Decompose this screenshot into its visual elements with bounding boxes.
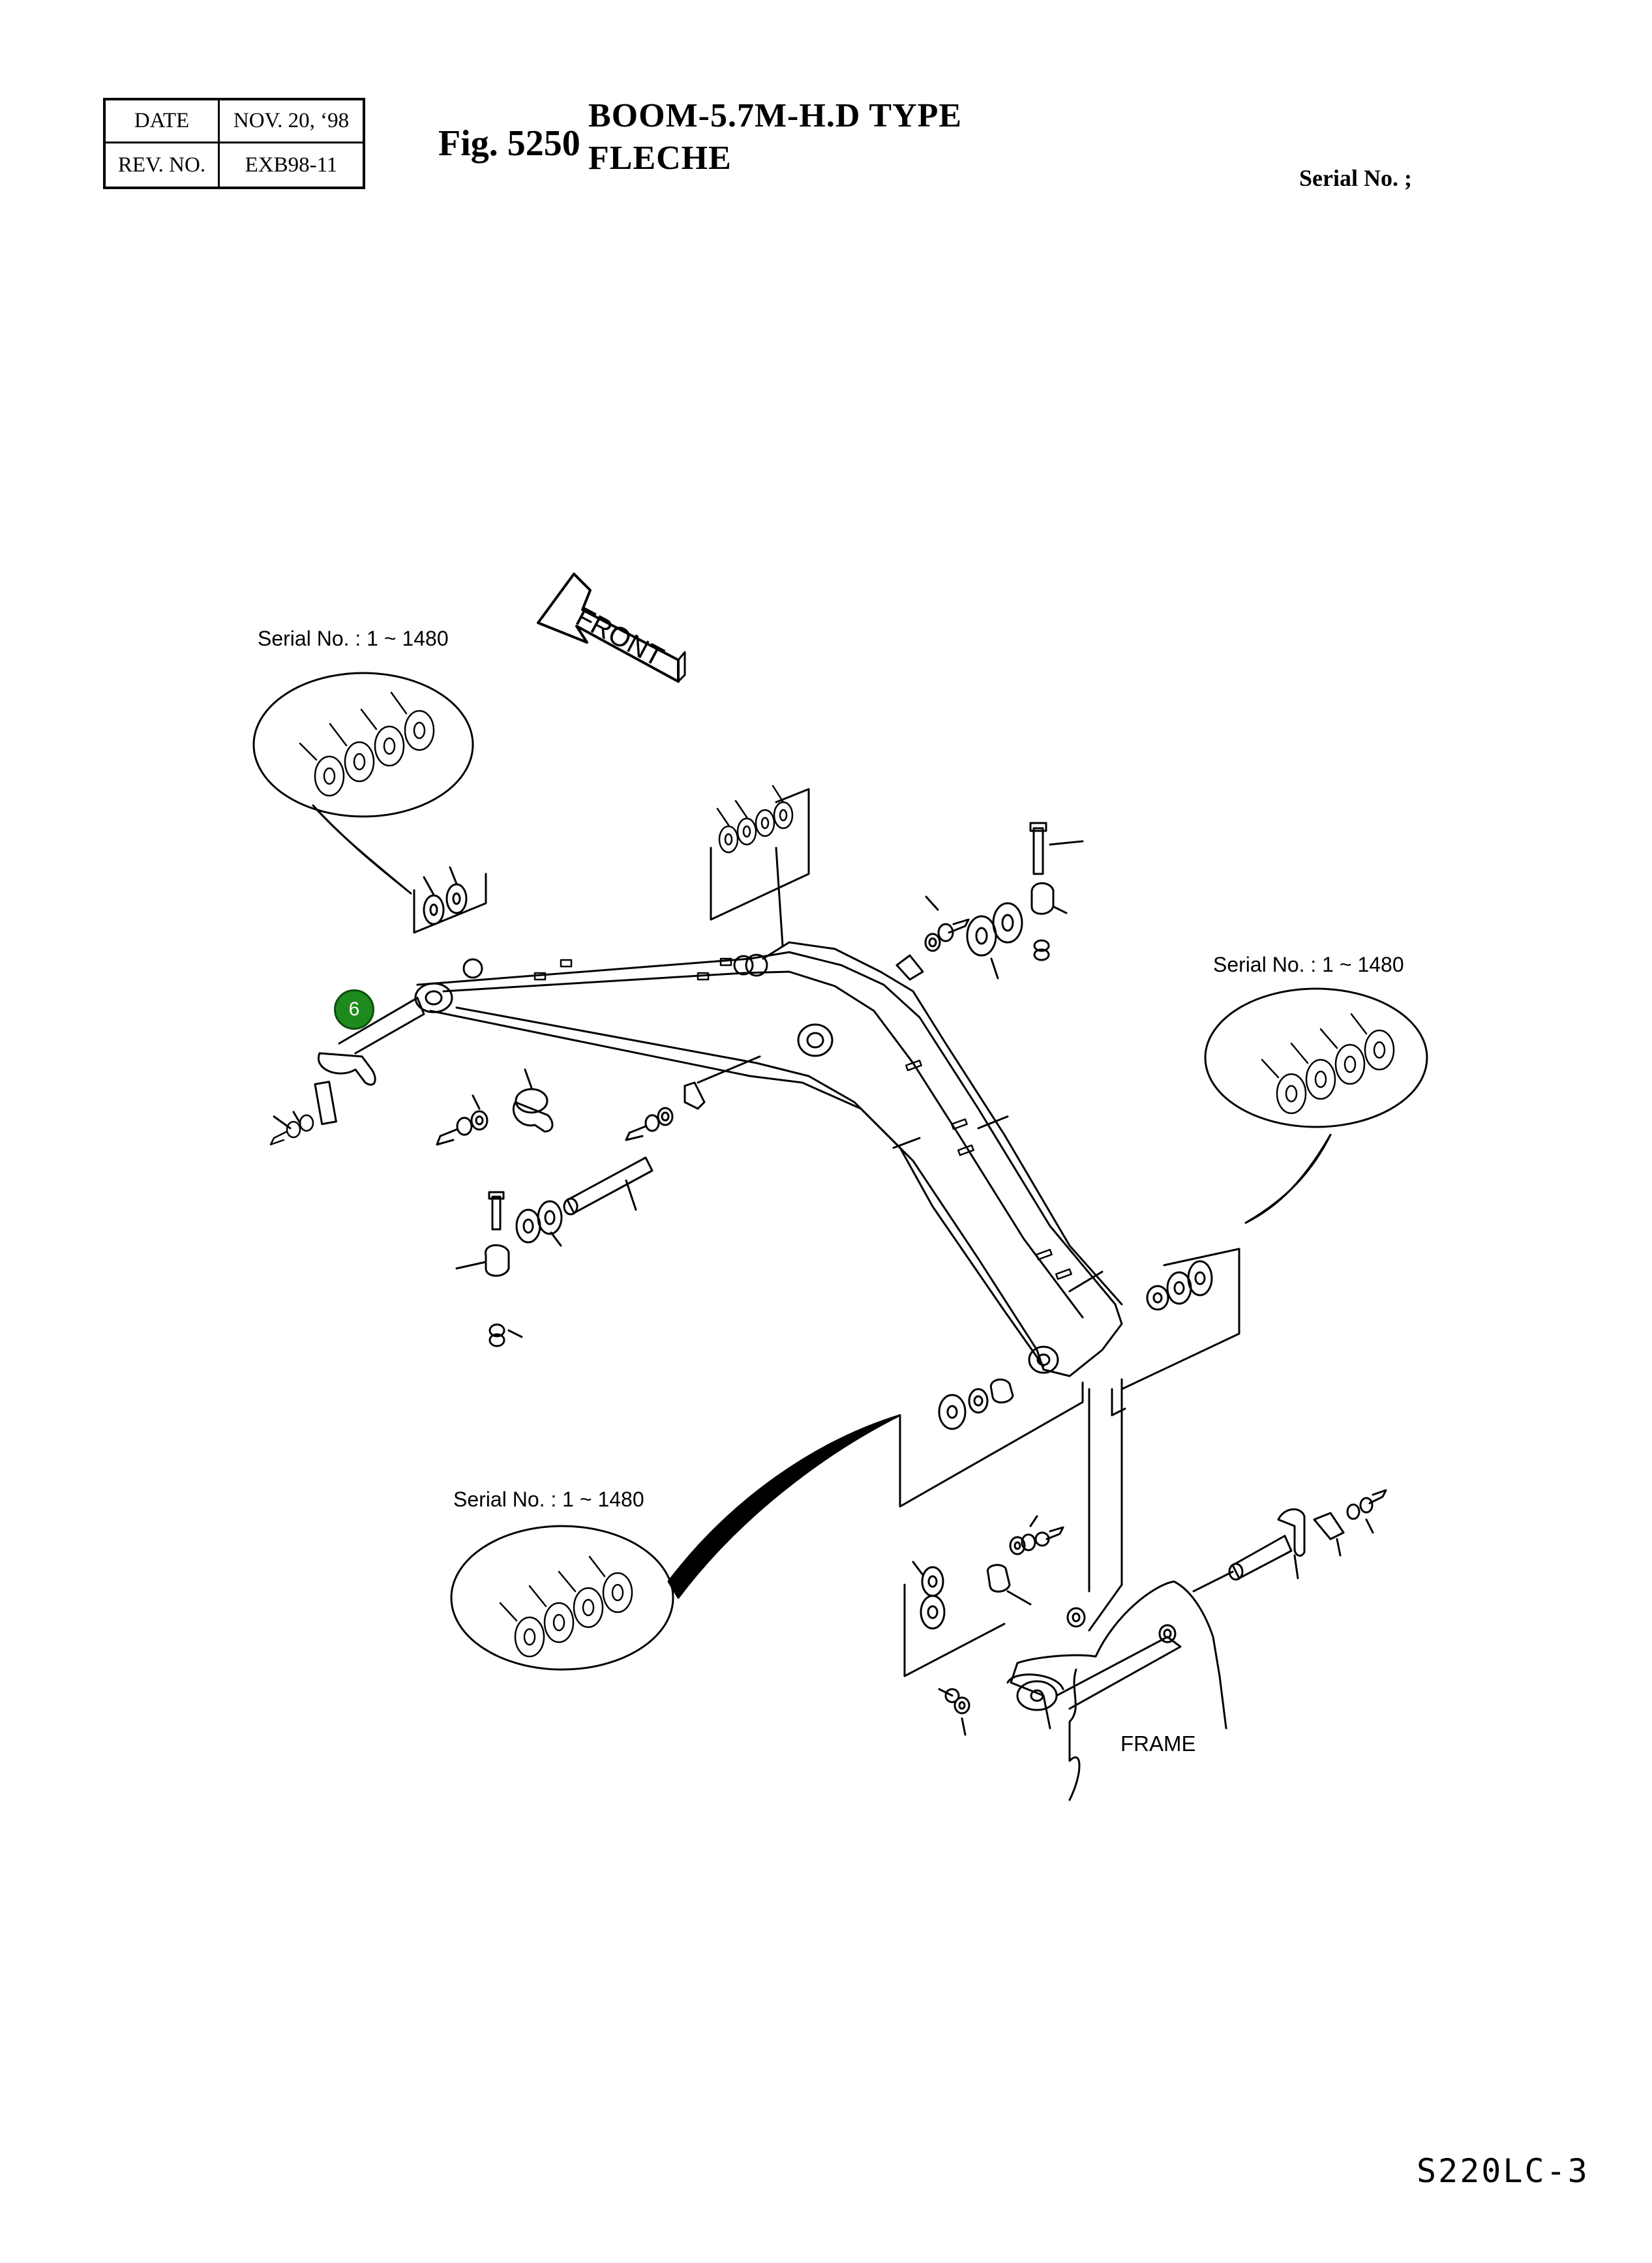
serial-note-top-left: Serial No. : 1 ~ 1480: [258, 627, 449, 650]
pin-assembly-left: [269, 997, 425, 1146]
boom-structure: [414, 941, 1123, 1377]
frame-left-washers: [903, 1515, 1064, 1677]
cap-plate-assembly: [436, 1068, 554, 1146]
date-value: NOV. 20, ‘98: [220, 100, 363, 143]
right-top-hardware: [895, 822, 1084, 981]
middle-bracket-assembly: [625, 1055, 761, 1141]
serial-number-header: Serial No. ;: [1299, 165, 1412, 191]
serial-note-bottom: Serial No. : 1 ~ 1480: [453, 1488, 644, 1511]
boom-foot-washers-left: [899, 1378, 1123, 1632]
page-title-english: BOOM-5.7M-H.D TYPE: [588, 97, 963, 134]
model-code: S220LC-3: [1417, 2152, 1589, 2190]
frame-structure: FRAME: [938, 1580, 1227, 1801]
rev-value: EXB98-11: [245, 153, 338, 177]
revision-table: DATE NOV. 20, ‘98 REV. NO. EXB98-11: [103, 98, 365, 189]
top-bracket-washers: [710, 785, 810, 947]
serial-note-right: Serial No. : 1 ~ 1480: [1213, 953, 1404, 976]
frame-right-pin-assembly: [1192, 1489, 1387, 1593]
front-label: FRONT: [571, 601, 669, 672]
frame-label: FRAME: [1120, 1731, 1196, 1756]
long-pin-assembly: [455, 1156, 653, 1347]
date-label: DATE: [106, 100, 220, 143]
front-arrow-icon: FRONT: [537, 573, 686, 683]
rev-label: REV. NO.: [106, 143, 220, 187]
washer-inset-top-left: [252, 672, 474, 818]
washer-inset-right: [1204, 987, 1428, 1128]
part-callout-6[interactable]: 6: [334, 989, 374, 1030]
left-bracket-washers: [413, 866, 487, 934]
boom-foot-washers-right: [1111, 1248, 1240, 1416]
page-title-french: FLECHE: [588, 140, 732, 177]
washer-inset-bottom: [450, 1525, 674, 1671]
figure-number: Fig. 5250: [438, 123, 580, 164]
